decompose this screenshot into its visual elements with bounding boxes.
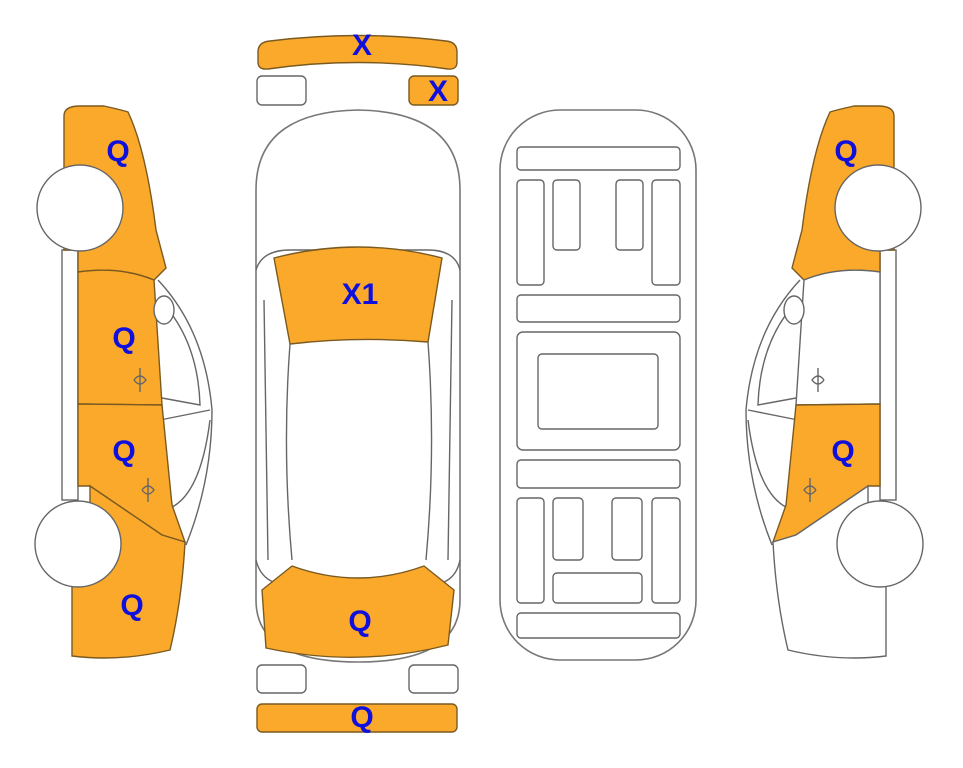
left-mirror bbox=[153, 295, 175, 325]
windshield-label: X1 bbox=[342, 278, 379, 311]
front-bumper-label: X bbox=[352, 29, 372, 62]
underside-part[interactable] bbox=[552, 572, 643, 604]
left-rear-door-label: Q bbox=[112, 435, 135, 468]
left-sill bbox=[61, 249, 79, 501]
door-handle-icon bbox=[133, 368, 155, 502]
right-front-wheel bbox=[834, 164, 922, 252]
underside-part[interactable] bbox=[516, 497, 545, 604]
front-light-right-panel[interactable] bbox=[408, 75, 459, 106]
underside-part[interactable] bbox=[537, 353, 659, 430]
rear-bumper-label: Q bbox=[350, 701, 373, 734]
underside-part[interactable] bbox=[651, 497, 681, 604]
left-rear-quarter-label: Q bbox=[120, 589, 143, 622]
underside-part[interactable] bbox=[611, 497, 643, 561]
rear-bumper-panel[interactable] bbox=[256, 703, 458, 733]
underside-part[interactable] bbox=[516, 294, 681, 323]
rear-window-panel[interactable] bbox=[261, 565, 455, 658]
left-greenhouse bbox=[157, 279, 213, 546]
right-mirror bbox=[783, 295, 805, 325]
rear-light-left-panel[interactable] bbox=[256, 664, 307, 694]
underside-part[interactable] bbox=[615, 179, 644, 251]
underside-part[interactable] bbox=[516, 179, 545, 286]
front-light-left-panel[interactable] bbox=[256, 75, 307, 106]
right-front-fender-label: Q bbox=[834, 135, 857, 168]
roof-outline bbox=[285, 341, 433, 561]
underside-part[interactable] bbox=[516, 146, 681, 171]
underside-part[interactable] bbox=[552, 497, 584, 561]
rear-light-right-panel[interactable] bbox=[408, 664, 459, 694]
left-front-door-panel[interactable] bbox=[77, 269, 163, 406]
right-front-door-panel[interactable] bbox=[795, 269, 881, 406]
front-bumper-panel[interactable] bbox=[257, 34, 458, 70]
underside-part[interactable] bbox=[651, 179, 681, 286]
left-front-wheel bbox=[36, 164, 124, 252]
left-front-fender-label: Q bbox=[106, 135, 129, 168]
underside-part[interactable] bbox=[516, 612, 681, 639]
left-front-door-label: Q bbox=[112, 322, 135, 355]
underside-view bbox=[499, 109, 697, 661]
left-rear-wheel bbox=[34, 500, 122, 588]
right-side-view: Q Q bbox=[745, 105, 924, 659]
underside-part[interactable] bbox=[552, 179, 581, 251]
right-rear-wheel bbox=[836, 500, 924, 588]
windshield-panel[interactable] bbox=[273, 246, 443, 345]
right-rear-door-label: Q bbox=[831, 435, 854, 468]
rear-window-label: Q bbox=[348, 605, 371, 638]
left-side-view: Q Q Q Q bbox=[34, 105, 213, 659]
top-view: X X X1 Q Q bbox=[255, 29, 461, 734]
door-handle-icon bbox=[803, 368, 825, 502]
front-light-label: X bbox=[428, 75, 448, 108]
underside-part[interactable] bbox=[516, 459, 681, 489]
right-sill bbox=[879, 249, 897, 501]
